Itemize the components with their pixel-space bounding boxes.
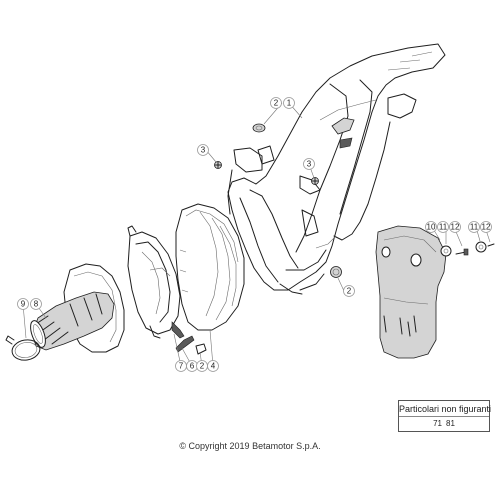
intake-boot-part xyxy=(30,263,125,353)
callout-6-label: 6 xyxy=(190,362,195,371)
callout-11-right: 11 xyxy=(468,221,480,233)
callout-12-left: 12 xyxy=(449,221,461,233)
callout-12-right: 12 xyxy=(480,221,492,233)
callout-2-lower-label: 2 xyxy=(347,287,352,296)
callout-9: 9 xyxy=(17,298,29,310)
heat-shield-part xyxy=(375,225,447,359)
screw-right-small-part xyxy=(487,243,495,247)
callout-3-right-label: 3 xyxy=(307,160,312,169)
callout-11-right-label: 11 xyxy=(470,223,479,232)
callout-3-left-label: 3 xyxy=(201,146,206,155)
callout-8: 8 xyxy=(30,298,42,310)
parts-not-shown-title: Particolari non figuranti xyxy=(399,404,492,414)
parts-not-shown-divider xyxy=(399,416,489,417)
callout-2-bottom-label: 2 xyxy=(200,362,205,371)
part-code-81: 81 xyxy=(446,419,455,428)
callout-11-left-label: 11 xyxy=(439,223,448,232)
callout-10-label: 10 xyxy=(427,223,436,232)
filter-cage-part xyxy=(127,225,185,339)
callout-8-label: 8 xyxy=(34,300,39,309)
part-code-71: 71 xyxy=(433,419,442,428)
callout-1-label: 1 xyxy=(287,99,292,108)
callout-3-right: 3 xyxy=(303,158,315,170)
callout-11-left: 11 xyxy=(437,221,449,233)
screw-mid-part xyxy=(455,248,469,256)
parts-not-shown-codes: 71 81 xyxy=(399,419,489,428)
screw-left-part xyxy=(214,161,222,169)
grommet-lower-part xyxy=(330,266,342,278)
screw-right-part xyxy=(311,177,319,185)
callout-1: 1 xyxy=(283,97,295,109)
copyright-notice: © Copyright 2019 Betamotor S.p.A. xyxy=(179,441,321,451)
callout-7-label: 7 xyxy=(179,362,184,371)
callout-7: 7 xyxy=(175,360,187,372)
callout-12-left-label: 12 xyxy=(451,223,460,232)
grommet-upper-part xyxy=(252,123,266,133)
callout-4-label: 4 xyxy=(211,362,216,371)
callout-2-upper-label: 2 xyxy=(274,99,279,108)
callout-2-bottom: 2 xyxy=(196,360,208,372)
callout-3-left: 3 xyxy=(197,144,209,156)
callout-6: 6 xyxy=(186,360,198,372)
washer-left-part xyxy=(440,245,452,257)
clip-part xyxy=(175,335,195,353)
callout-2-upper: 2 xyxy=(270,97,282,109)
washer-right-part xyxy=(475,241,487,253)
callout-9-label: 9 xyxy=(21,300,26,309)
callout-10: 10 xyxy=(425,221,437,233)
callout-12-right-label: 12 xyxy=(482,223,491,232)
parts-not-shown-box: Particolari non figuranti 71 81 xyxy=(398,400,492,432)
callout-4: 4 xyxy=(207,360,219,372)
hose-clamp-part xyxy=(5,335,41,361)
callout-2-lower: 2 xyxy=(343,285,355,297)
small-washer-part xyxy=(195,343,207,355)
airbox-rear-frame-part xyxy=(227,43,446,295)
air-filter-part xyxy=(175,203,245,331)
